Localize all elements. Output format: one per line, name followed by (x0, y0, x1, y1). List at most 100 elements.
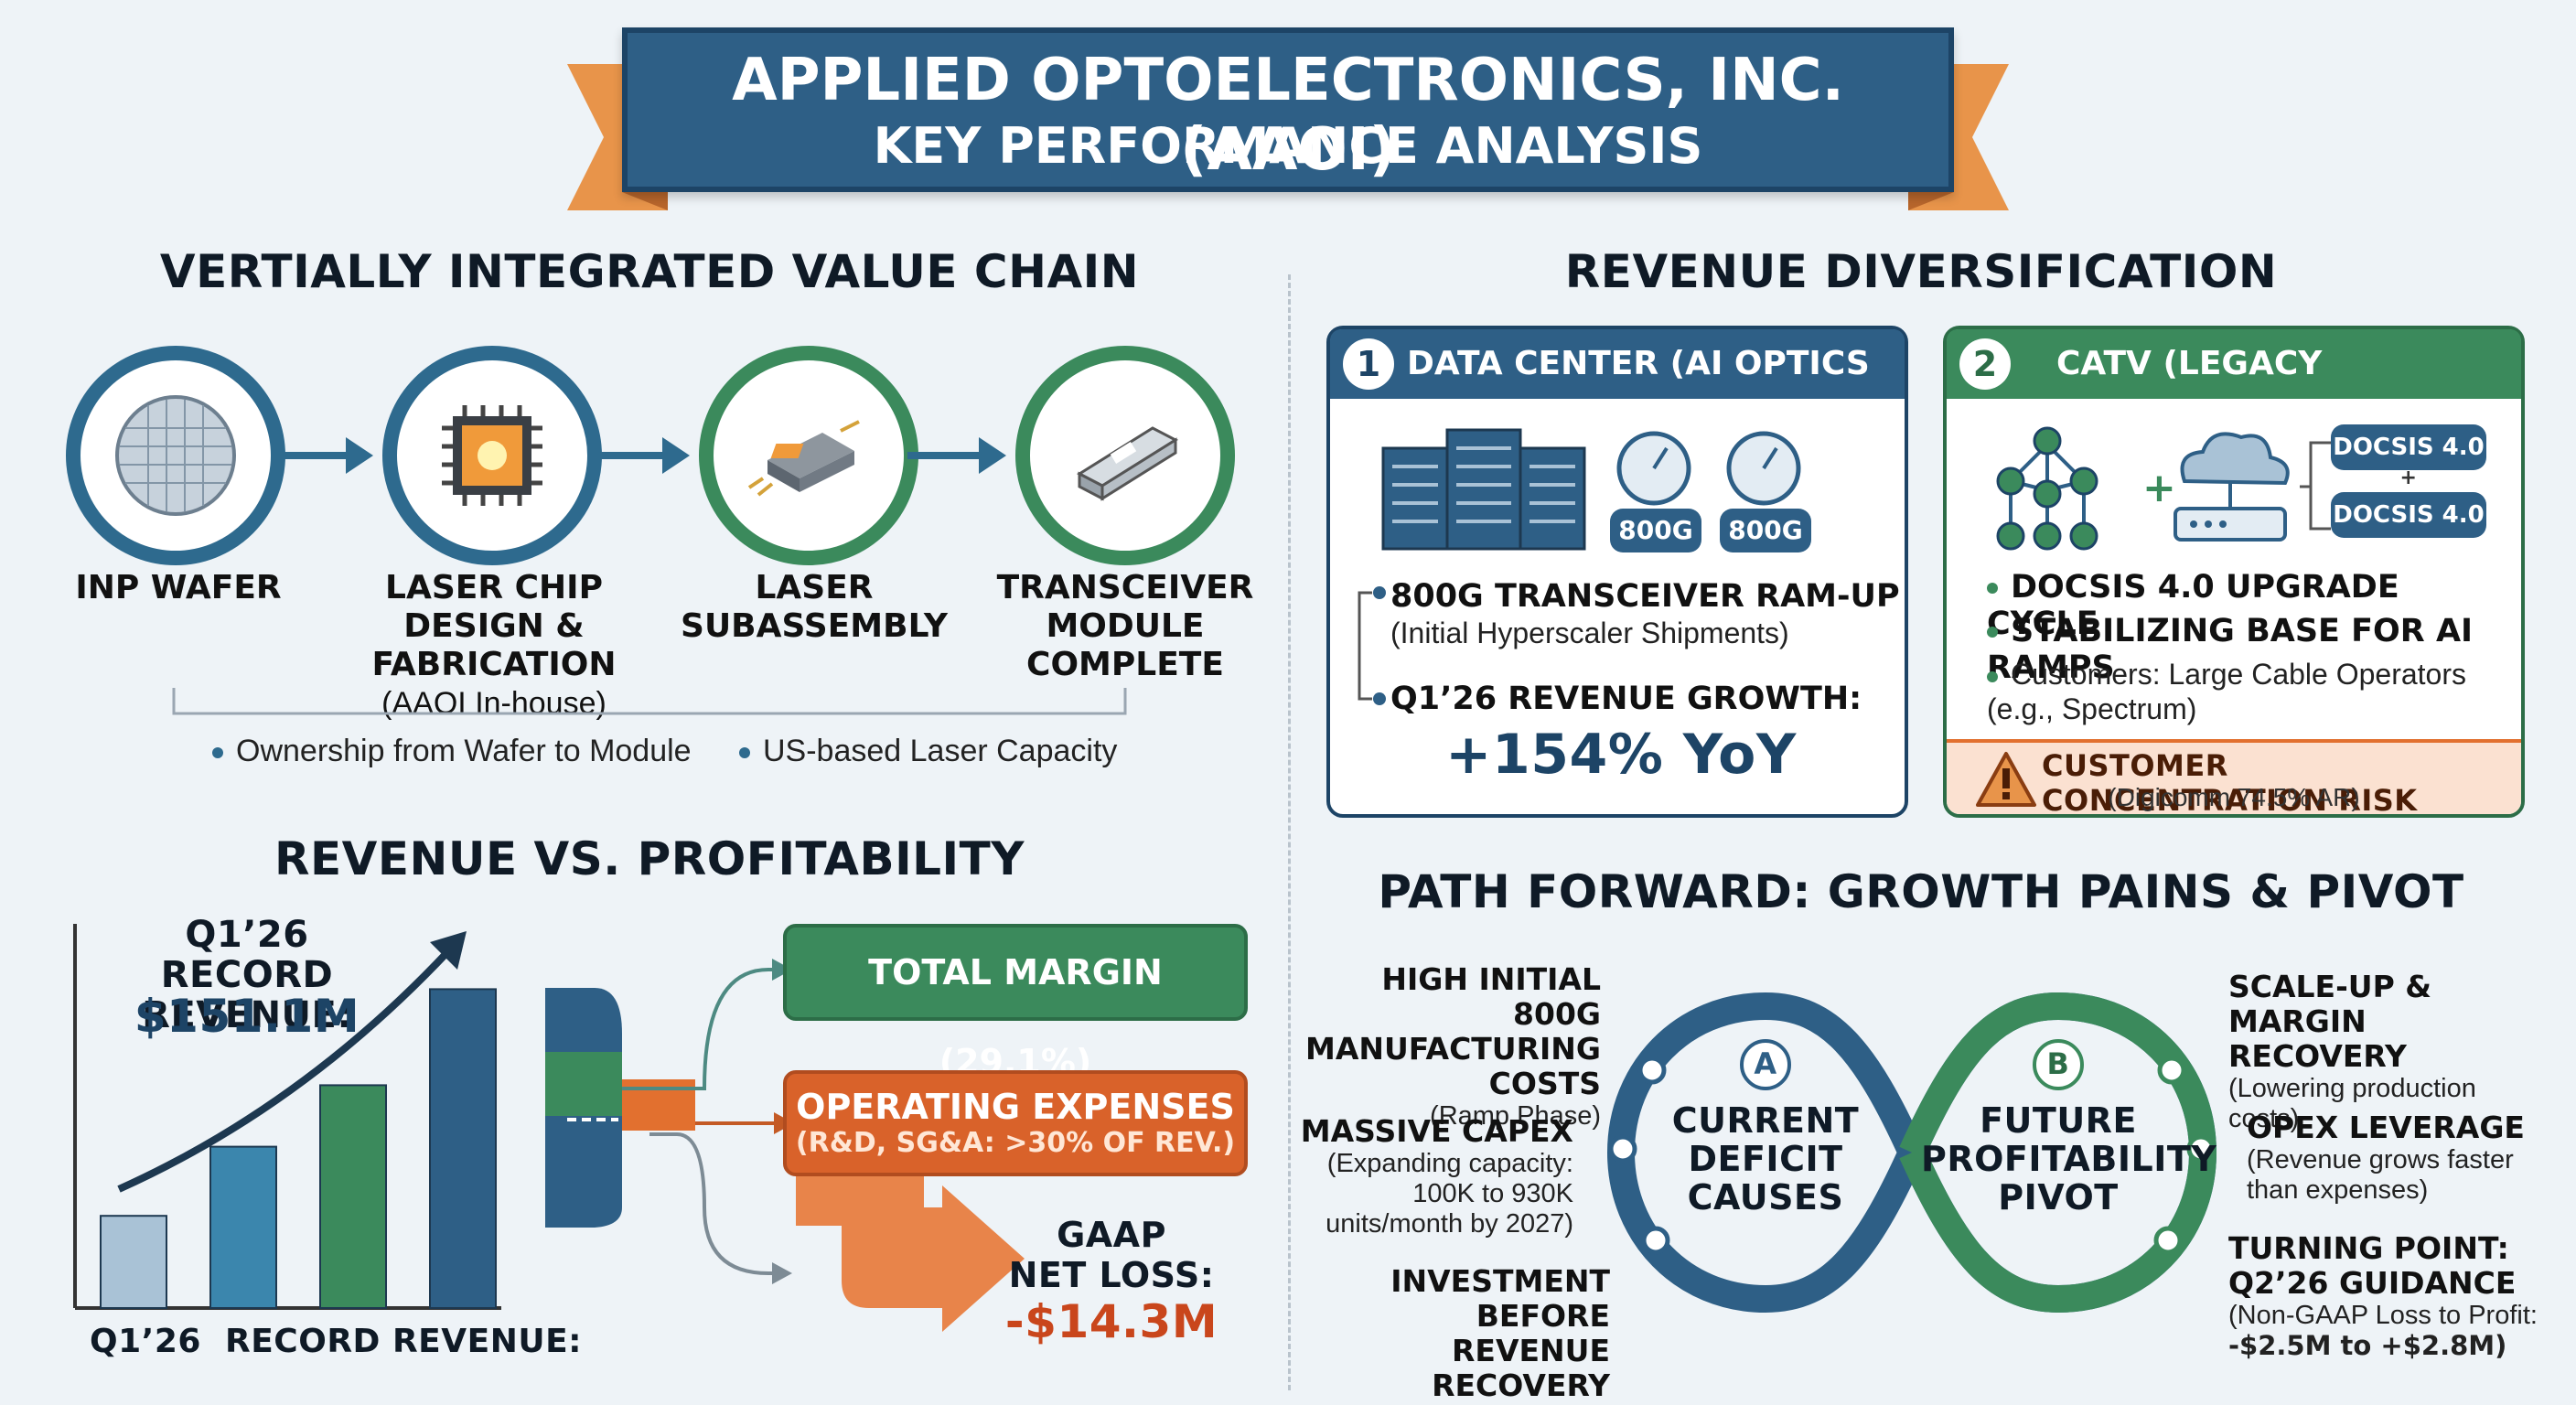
arrow-head-icon (772, 1262, 792, 1284)
value-chain-heading: VERTIALLY INTEGRATED VALUE CHAIN (159, 245, 1140, 298)
catv-customers: Customers: Large Cable Operators (e.g., … (1987, 657, 2466, 726)
future-pivot-label: FUTURE PROFITABILITY PIVOT (1921, 1100, 2217, 1217)
chain-bullet-ownership: Ownership from Wafer to Module (212, 734, 692, 769)
pivot-item-turning-point-title: TURNING POINT: Q2’26 GUIDANCE (2228, 1230, 2517, 1301)
deficit-item-capex-title: MASSIVE CAPEX (1300, 1113, 1573, 1149)
current-deficit-label: CURRENT DEFICIT CAUSES (1671, 1100, 1860, 1217)
transceiver-step (1015, 346, 1235, 565)
record-revenue-value: $151.1M (134, 990, 360, 1043)
pivot-item-opex-title: OPEX LEVERAGE (2247, 1110, 2525, 1145)
bullet-dot (1987, 583, 1998, 594)
subassembly-icon (747, 420, 860, 497)
dc-item-800g-rampup: 800G TRANSCEIVER RAM-UP (1390, 578, 1900, 615)
gauge-icon (1616, 431, 1801, 506)
data-center-card: 1 DATA CENTER (AI OPTICS RAMP) 800G 800G… (1326, 326, 1908, 818)
net-loss-label: GAAP NET LOSS: (1008, 1215, 1215, 1295)
badge-800g-b: 800G (1720, 509, 1811, 552)
deficit-item-manufacturing-title: HIGH INITIAL 800G MANUFACTURING COSTS (1304, 961, 1601, 1101)
card-number-1: 1 (1343, 338, 1394, 390)
warning-icon (1976, 752, 2036, 807)
laser-chip-icon (442, 405, 542, 506)
profit-flow-diagram (545, 959, 1025, 1332)
revenue-bar (100, 1215, 167, 1310)
step-label-transceiver: TRANSCEIVER MODULE COMPLETE (996, 569, 1254, 683)
revenue-bar (429, 988, 497, 1310)
bullet-dot (1987, 627, 1998, 638)
record-revenue-label: Q1’26 RECORD REVENUE: (142, 914, 352, 1036)
loop-connector-dots (1608, 1056, 1670, 1255)
cloud-router-icon (2174, 432, 2290, 542)
docsis-badge-b: DOCSIS 4.0 (2331, 492, 2486, 538)
step-label-wafer: INP WAFER (75, 569, 282, 606)
deficit-item-manufacturing-note: (Ramp Phase) (1430, 1101, 1601, 1131)
trend-arrow-head-icon (430, 931, 467, 970)
catv-bullet-docsis-upgrade-text: DOCSIS 4.0 UPGRADE CYCLE (1987, 569, 2399, 642)
catv-bullet-stabilizing-text: STABILIZING BASE FOR AI RAMPS (1987, 613, 2474, 686)
dc-bracket (1358, 586, 1386, 705)
bullet-dot (1987, 670, 1998, 682)
step-note-inhouse: (AAOI In-house) (381, 686, 606, 721)
trend-arrow (117, 949, 451, 1193)
infinity-loop-diagram (1606, 992, 2217, 1314)
arrow-head-icon (772, 959, 792, 981)
pivot-item-scaleup: SCALE-UP & MARGIN RECOVERY (Lowering pro… (2228, 970, 2558, 1134)
pivot-item-turning-point-range: -$2.5M to +$2.8M) (2228, 1330, 2507, 1361)
center-divider (1288, 274, 1291, 1390)
dc-growth-value: +154% YoY (1445, 723, 1797, 787)
deficit-item-capex-note: (Expanding capacity: 100K to 930K units/… (1326, 1149, 1573, 1239)
docsis-bracket (2300, 441, 2331, 531)
pivot-item-opex: OPEX LEVERAGE (Revenue grows faster than… (2247, 1110, 2558, 1206)
dc-item-growth-label: Q1’26 REVENUE GROWTH: (1390, 681, 1862, 717)
revenue-profit-heading: REVENUE VS. PROFITABILITY (274, 832, 1025, 885)
pivot-item-scaleup-title: SCALE-UP & MARGIN RECOVERY (2228, 969, 2432, 1074)
dc-item-800g-note: (Initial Hyperscaler Shipments) (1390, 617, 1789, 649)
step-label-laser-chip-text: LASER CHIP DESIGN & FABRICATION (371, 569, 617, 683)
badge-800g-a: 800G (1610, 509, 1701, 552)
chart-x-caption: Q1’26 RECORD REVENUE: (90, 1323, 583, 1360)
chain-bullet-us-capacity: US-based Laser Capacity (739, 734, 1117, 769)
opex-badge: OPERATING EXPENSES (R&D, SG&A: >30% OF R… (783, 1070, 1248, 1176)
pivot-item-turning-point-note: (Non-GAAP Loss to Profit: (2228, 1301, 2538, 1330)
badge-b-letter: B (2046, 1046, 2070, 1081)
opex-note: (R&D, SG&A: >30% OF REV.) (795, 1127, 1236, 1159)
revenue-bar (319, 1084, 387, 1309)
revenue-bar-chart (73, 924, 501, 1310)
pivot-item-opex-note: (Revenue grows faster than expenses) (2247, 1145, 2514, 1205)
chain-arrows (274, 437, 1006, 474)
net-loss-arrow (796, 1125, 1025, 1332)
wafer-step (66, 346, 285, 565)
path-forward-heading: PATH FORWARD: GROWTH PAINS & PIVOT (1378, 865, 2464, 918)
wafer-icon (115, 395, 236, 516)
deficit-item-capex: MASSIVE CAPEX (Expanding capacity: 100K … (1299, 1114, 1573, 1239)
badge-b (2033, 1039, 2084, 1090)
catv-bullet-docsis-upgrade: DOCSIS 4.0 UPGRADE CYCLE (1987, 569, 2521, 642)
chain-bullet-ownership-text: Ownership from Wafer to Module (236, 734, 692, 768)
server-rack-icon (1381, 428, 1801, 551)
transceiver-icon (1076, 426, 1179, 501)
deficit-item-manufacturing: HIGH INITIAL 800G MANUFACTURING COSTS (R… (1299, 962, 1601, 1132)
page-subtitle: KEY PERFORMANCE ANALYSIS (873, 117, 1703, 175)
diversification-heading: REVENUE DIVERSIFICATION (1564, 245, 2278, 298)
card-number-2: 2 (1959, 338, 2011, 390)
total-margin-badge: TOTAL MARGIN (29.1%) (783, 924, 1248, 1082)
catv-card: 2 CATV (LEGACY STABILITY) + DOCSIS 4.0 +… (1943, 326, 2525, 818)
chain-bullet-us-capacity-text: US-based Laser Capacity (763, 734, 1118, 768)
badge-a (1740, 1039, 1791, 1090)
subassembly-step (699, 346, 918, 565)
catv-bullet-stabilizing: STABILIZING BASE FOR AI RAMPS (1987, 613, 2521, 686)
pivot-item-scaleup-note: (Lowering production costs) (2228, 1074, 2476, 1133)
flow-line-loss (649, 1132, 774, 1275)
badge-a-letter: A (1754, 1046, 1777, 1081)
deficit-item-investment-title: INVESTMENT BEFORE REVENUE RECOVERY (1390, 1263, 1610, 1403)
risk-title: CUSTOMER CONCENTRATION RISK (2042, 748, 2418, 818)
page-title: APPLIED OPTOELECTRONICS, INC. (AAOI) (732, 47, 1844, 184)
flow-margin-band (545, 1052, 622, 1116)
docsis-badge-a: DOCSIS 4.0 (2331, 424, 2486, 470)
pivot-item-turning-point: TURNING POINT: Q2’26 GUIDANCE (Non-GAAP … (2228, 1231, 2567, 1361)
customer-risk-banner: CUSTOMER CONCENTRATION RISK (Digicomm 74… (1947, 739, 2521, 818)
ribbon-body (622, 27, 1954, 192)
opex-title: OPERATING EXPENSES (796, 1087, 1235, 1127)
catv-card-header: 2 CATV (LEGACY STABILITY) (1947, 329, 2521, 452)
chain-bracket (172, 688, 1127, 715)
plus-sign: + (2142, 465, 2177, 511)
